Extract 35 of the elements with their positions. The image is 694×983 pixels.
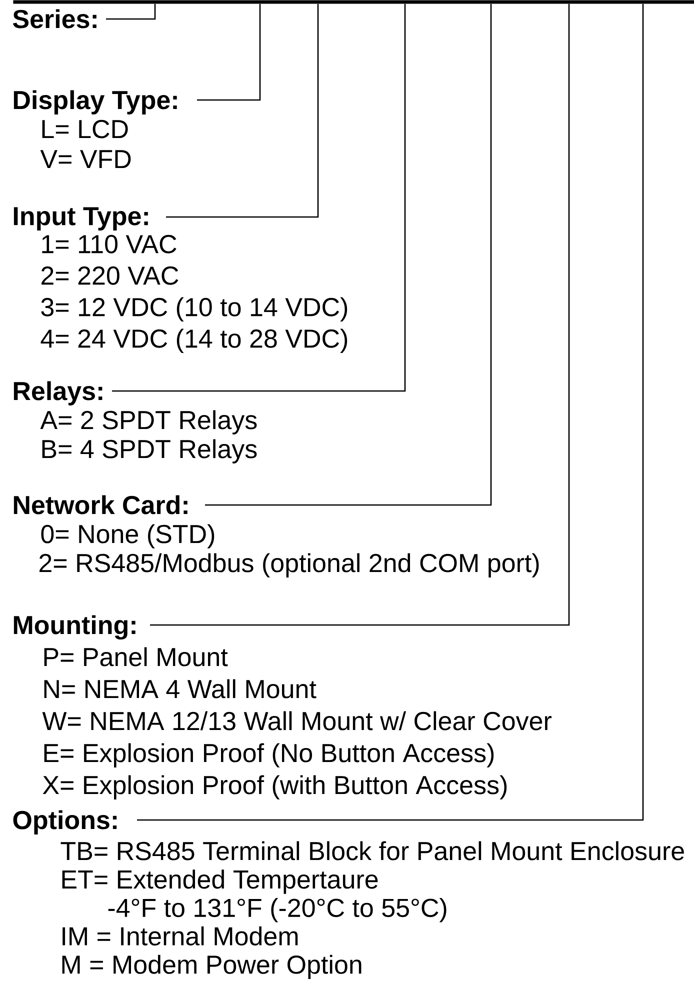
- heading: Mounting:: [14, 615, 136, 640]
- leader-line: [112, 4, 406, 392]
- option-code: P= Panel Mount: [44, 647, 228, 666]
- option-code: V= VFD: [40, 150, 131, 168]
- heading: Relays:: [14, 381, 102, 406]
- option-code: 2= 220 VAC: [42, 266, 178, 285]
- option-code: IM = Internal Modem: [62, 926, 298, 946]
- option-code: W= NEMA 12/13 Wall Mount w/ Clear Cover: [42, 711, 552, 730]
- option-code: 4= 24 VDC (14 to 28 VDC): [40, 328, 348, 353]
- option-code: E= Explosion Proof (No Button Access): [44, 743, 494, 768]
- heading: Options:: [13, 810, 117, 834]
- bus-bar: [13, 0, 694, 4]
- option-code: M = Modem Power Option: [62, 954, 362, 980]
- leader-line: [106, 4, 156, 20]
- option-code: A= 2 SPDT Relays: [40, 410, 257, 434]
- option-code: 1= 110 VAC: [42, 234, 176, 254]
- option-code: 0= None (STD): [41, 524, 214, 548]
- option-code: N= NEMA 4 Wall Mount: [44, 679, 316, 698]
- option-code: X= Explosion Proof (with Button Access): [42, 775, 507, 800]
- option-code: B= 4 SPDT Relays: [42, 439, 257, 464]
- option-code: 3= 12 VDC (10 to 14 VDC): [41, 297, 348, 322]
- leader-line: [205, 4, 492, 506]
- heading: Series:: [12, 9, 96, 28]
- heading: Network Card:: [14, 495, 188, 514]
- option-code: ET= Extended Tempertaure: [62, 870, 378, 894]
- heading: Input Type:: [14, 207, 148, 230]
- leader-line: [137, 4, 644, 821]
- option-code: 2= RS485/Modbus (optional 2nd COM port): [40, 553, 539, 578]
- leader-line: [166, 4, 319, 218]
- leader-line: [197, 4, 261, 101]
- heading: Display Type:: [14, 90, 177, 114]
- option-code: L= LCD: [42, 120, 128, 138]
- option-code: TB= RS485 Terminal Block for Panel Mount Enclosure: [60, 841, 684, 860]
- leader-line: [150, 4, 570, 626]
- option-code: -4°F to 131°F (-20°C to 55°C): [108, 898, 446, 922]
